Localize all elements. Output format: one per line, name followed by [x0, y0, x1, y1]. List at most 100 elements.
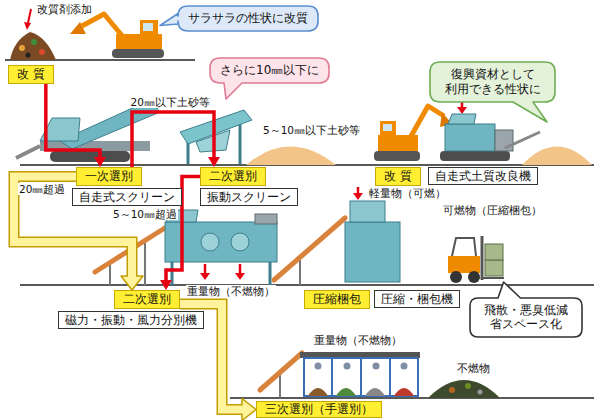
- sorting-frame: [304, 358, 418, 396]
- drop-arrow: [239, 264, 242, 274]
- process-label: 二次選別: [200, 167, 266, 186]
- node-text: さらに10㎜以下に: [220, 63, 319, 78]
- additive-arrow-head: [24, 22, 31, 30]
- speech-bubble: さらに10㎜以下に: [210, 58, 329, 83]
- node-text: 一次選別: [85, 169, 133, 184]
- node-text: 圧縮・梱包機: [381, 292, 453, 306]
- debris-piece: [39, 49, 45, 55]
- process-label: 二次選別: [114, 290, 180, 309]
- process-label: 改 質: [8, 65, 54, 84]
- oversize-conveyor: [16, 146, 40, 158]
- speech-bubble: 復興資材として 利用できる性状に: [430, 62, 555, 102]
- separator-drum: [231, 233, 249, 251]
- node-text: 振動スクリーン: [207, 190, 291, 204]
- arrow-shaft: [132, 112, 214, 167]
- node-text: 二次選別: [209, 169, 257, 184]
- note-label: 5～10㎜以下土砂等: [262, 124, 361, 136]
- machine-name: 磁力・振動・風力分別機: [58, 311, 204, 329]
- bale: [485, 244, 503, 260]
- sorting-post: [360, 358, 362, 396]
- flow-label: 20㎜以下土砂等: [130, 96, 211, 108]
- ground-line: [230, 397, 594, 399]
- note-label: 重量物（不燃物）: [313, 334, 403, 346]
- process-label: 改 質: [375, 167, 421, 186]
- forklift-mast: [481, 236, 484, 280]
- flow-label: 5～10㎜超過: [112, 208, 178, 220]
- debris-piece: [449, 387, 455, 393]
- debris-piece: [19, 45, 25, 51]
- flow-label: 20㎜超過: [18, 183, 66, 195]
- excavator-window: [383, 124, 392, 131]
- machine-name: 圧縮・梱包機: [374, 290, 460, 308]
- arrow-head: [94, 157, 106, 167]
- soil-pile: [246, 147, 336, 166]
- baler-top: [350, 201, 385, 222]
- debris-piece: [31, 39, 37, 45]
- process-label: 圧縮梱包: [304, 290, 370, 309]
- node-text: 飛散・悪臭低減 省スペース化: [480, 303, 572, 332]
- speech-bubble: サラサラの性状に改質: [178, 6, 318, 31]
- bale: [485, 260, 503, 276]
- feed-arrow-head: [457, 107, 467, 114]
- note-label: 軽量物（可燃）: [368, 187, 447, 199]
- note-label: 重量物（不燃物）: [186, 285, 276, 297]
- forklift-body: [448, 256, 480, 273]
- improver-conveyor: [505, 132, 540, 148]
- node-text: 圧縮梱包: [313, 292, 361, 307]
- excavator-bucket: [70, 22, 86, 34]
- machine-name: 振動スクリーン: [200, 188, 298, 206]
- conveyor-leg: [144, 240, 146, 285]
- speech-bubble-shape: [470, 282, 582, 337]
- sorting-post: [331, 358, 333, 396]
- debris-piece: [465, 383, 471, 389]
- forklift-wheel: [450, 271, 462, 283]
- screen-track: [50, 151, 130, 162]
- excavator-window: [143, 23, 153, 31]
- arrow-shaft: [46, 84, 100, 160]
- flow-arrow: [132, 112, 220, 167]
- node-text: 自走式スクリーン: [79, 190, 175, 204]
- machine-name: 自走式スクリーン: [72, 188, 182, 206]
- soil-pile: [522, 147, 592, 166]
- note-label: 不燃物: [456, 362, 491, 374]
- node-text: 改 質: [384, 169, 412, 184]
- excavator-boom: [410, 106, 444, 138]
- drop-arrow-head: [200, 273, 210, 280]
- speech-bubble-shape: [210, 58, 329, 99]
- flow-arrow: [46, 84, 106, 167]
- node-text: 磁力・振動・風力分別機: [65, 313, 197, 327]
- arrow-head: [160, 280, 172, 290]
- node-text: 自走式土質改良機: [435, 169, 531, 183]
- feed-arrow: [357, 187, 360, 194]
- sorting-post: [389, 358, 391, 396]
- improver-hopper: [448, 114, 476, 124]
- sorted-pile: [394, 388, 414, 396]
- node-text: 改 質: [17, 67, 45, 82]
- conveyor-belt: [260, 353, 302, 390]
- speech-bubble-shape: [160, 6, 318, 31]
- process-label: 一次選別: [76, 167, 142, 186]
- sorted-pile: [308, 388, 328, 396]
- node-text: サラサラの性状に改質: [188, 11, 308, 26]
- incombustible-pile: [428, 380, 500, 398]
- forklift-wheel: [468, 271, 480, 283]
- drop-arrow: [204, 264, 207, 274]
- separator-drum: [201, 233, 219, 251]
- arrow-head: [208, 157, 220, 167]
- improver-engine: [495, 130, 513, 151]
- process-label: 三次選別（手選別）: [256, 401, 382, 418]
- excavator-cab: [380, 121, 396, 136]
- baler-body: [345, 222, 400, 282]
- forklift-cab: [452, 238, 476, 256]
- note-label: 可燃物（圧縮梱包）: [442, 204, 543, 216]
- forklift-fork: [482, 277, 504, 279]
- debris-piece: [478, 390, 483, 395]
- improver-track: [440, 151, 510, 161]
- excavator-track: [374, 151, 420, 161]
- note-label: 改質剤添加: [36, 3, 93, 15]
- speech-bubble-shape: [430, 62, 555, 122]
- separator-fan: [255, 214, 277, 224]
- node-text: 復興資材として 利用できる性状に: [440, 67, 545, 97]
- excavator-boom: [82, 14, 124, 38]
